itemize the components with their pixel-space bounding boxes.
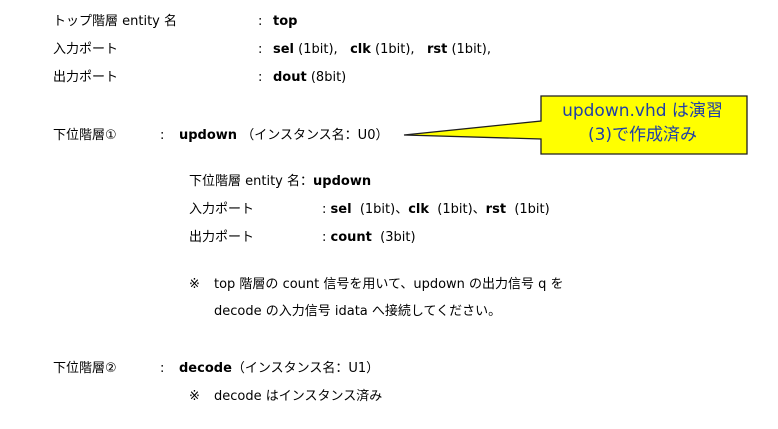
- colon: :: [258, 42, 263, 57]
- sub1-entity-value: updown: [313, 174, 372, 189]
- port-width: (1bit),: [375, 42, 415, 57]
- colon: :: [160, 361, 165, 376]
- sub1-entity-row: 下位階層 entity 名：updown: [189, 173, 371, 191]
- top-input-ports: sel (1bit), clk (1bit), rst (1bit),: [273, 41, 491, 59]
- sub1-entity-label: 下位階層 entity 名：: [189, 174, 314, 189]
- callout-line1: updown.vhd は演習: [562, 101, 723, 121]
- sub1-title: updown （インスタンス名：U0）: [179, 127, 388, 145]
- colon: :: [258, 14, 263, 29]
- port-name: clk: [408, 202, 430, 217]
- port-width: (8bit): [310, 70, 347, 85]
- sub1-instance: （インスタンス名：U0）: [241, 128, 389, 143]
- top-input-label: 入力ポート: [53, 42, 119, 57]
- sub1-note-line1: top 階層の count 信号を用いて、updown の出力信号 q を: [214, 277, 564, 292]
- sub2-name: decode: [179, 361, 232, 376]
- top-output-label: 出力ポート: [53, 70, 119, 85]
- sub1-note-mark: ※: [189, 277, 200, 292]
- top-output-port: dout (8bit): [273, 69, 346, 87]
- sub1-heading: 下位階層①: [53, 128, 117, 143]
- port-width: (3bit): [380, 230, 416, 245]
- sub2-instance: （インスタンス名：U1）: [231, 361, 380, 376]
- port-width: (1bit),: [298, 42, 338, 57]
- sub1-output-port: : count (3bit): [322, 229, 416, 247]
- port-width: (1bit)、: [437, 202, 486, 217]
- callout-line2: (3)で作成済み: [587, 125, 698, 145]
- port-width: (1bit),: [451, 42, 491, 57]
- port-name: sel: [273, 42, 295, 57]
- port-name: rst: [485, 202, 507, 217]
- sub2-note: decode はインスタンス済み: [214, 389, 383, 404]
- colon: :: [322, 230, 327, 245]
- port-name: rst: [426, 42, 448, 57]
- sub2-title: decode（インスタンス名：U1）: [179, 360, 379, 378]
- callout-balloon: [403, 95, 748, 155]
- callout-text: updown.vhd は演習 (3)で作成済み: [541, 99, 744, 147]
- colon: :: [160, 128, 165, 143]
- port-name: sel: [330, 202, 352, 217]
- port-width: (1bit)、: [359, 202, 409, 217]
- top-entity-value: top: [273, 14, 298, 29]
- port-name: count: [330, 230, 372, 245]
- sub1-output-label: 出力ポート: [189, 230, 255, 245]
- sub1-name: updown: [179, 128, 238, 143]
- top-entity-label: トップ階層 entity 名: [53, 14, 178, 29]
- port-width: (1bit): [514, 202, 550, 217]
- port-name: clk: [350, 42, 371, 57]
- colon: :: [258, 70, 263, 85]
- sub2-note-mark: ※: [189, 389, 200, 404]
- sub1-input-ports: : sel (1bit)、clk (1bit)、rst (1bit): [322, 201, 550, 219]
- sub1-note-line2: decode の入力信号 idata へ接続してください。: [214, 304, 502, 319]
- sub1-input-label: 入力ポート: [189, 202, 255, 217]
- port-name: dout: [273, 70, 307, 85]
- colon: :: [322, 202, 327, 217]
- sub2-heading: 下位階層②: [53, 361, 117, 376]
